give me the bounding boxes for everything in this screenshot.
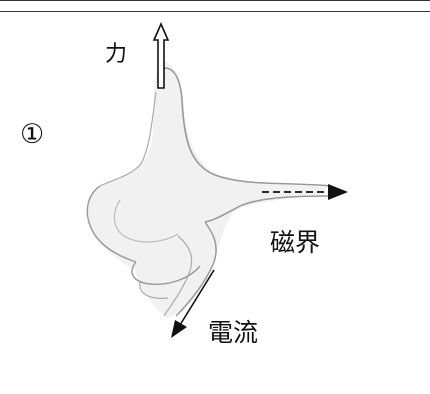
force-label: 力	[105, 44, 127, 66]
magnetic-field-label: 磁界	[270, 230, 320, 255]
current-label: 電流	[208, 320, 258, 345]
figure-number: ①	[20, 121, 44, 148]
